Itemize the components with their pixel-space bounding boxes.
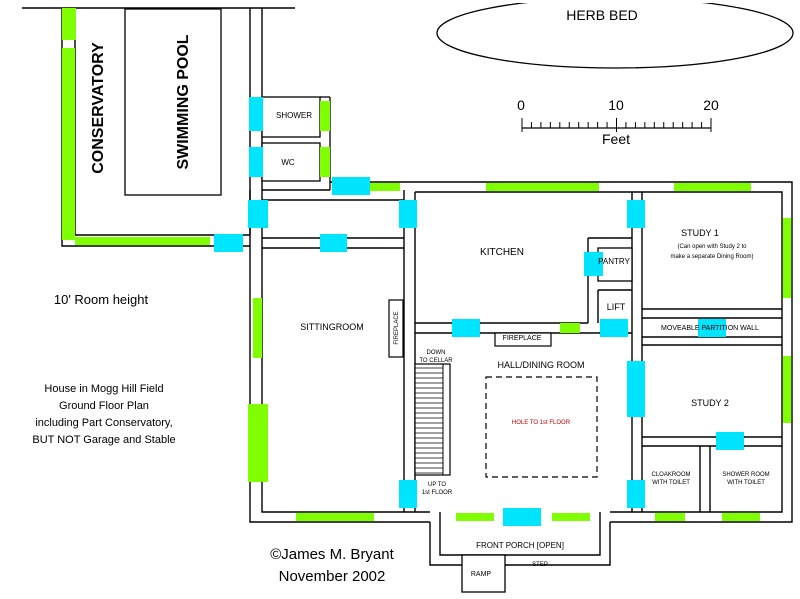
hole-label: HOLE TO 1st FLOOR [512, 420, 571, 426]
hall-fireplace-label: FIREPLACE [503, 335, 542, 342]
scale-unit: Feet [602, 131, 630, 147]
step-label: STEP [532, 562, 548, 568]
front-porch-label: FRONT PORCH [OPEN] [476, 541, 564, 550]
ramp-label: RAMP [471, 571, 492, 578]
up-floor-label-1: UP TO [428, 482, 446, 488]
caption-line-4: BUT NOT Garage and Stable [32, 434, 175, 446]
swimming-pool-label: SWIMMING POOL [175, 34, 192, 169]
swimming-pool [124, 8, 222, 196]
pantry-room [597, 247, 633, 282]
shower-room [261, 96, 321, 138]
house-walls [249, 181, 793, 523]
down-cellar-label-1: DOWN [427, 350, 446, 356]
caption-line-2: Ground Floor Plan [59, 400, 149, 412]
herb-bed [436, 0, 794, 69]
doors [214, 97, 744, 526]
caption-line-1: House in Mogg Hill Field [44, 383, 163, 395]
lift-label: LIFT [607, 302, 626, 312]
wc-room [261, 142, 321, 182]
conservatory-label: CONSERVATORY [90, 42, 107, 174]
caption-line-3: including Part Conservatory, [35, 417, 172, 429]
side-fireplace-label: FIREPLACE [394, 311, 400, 344]
date-label: November 2002 [279, 568, 386, 585]
ramp [461, 554, 506, 593]
shower-label: SHOWER [276, 111, 312, 120]
study1-note-1: (Can open with Study 2 to [677, 244, 747, 250]
study1-note-2: make a separate Dining Room) [670, 254, 753, 260]
down-cellar-label-2: TO CELLAR [419, 358, 453, 364]
scale-bar: 0 10 20 Feet [517, 97, 719, 147]
cloakroom-label-1: CLOAKROOM [651, 472, 690, 478]
sitting-fireplace [388, 299, 404, 358]
hall-fireplace [494, 332, 552, 347]
scale-tick-20: 20 [703, 97, 719, 113]
shower-room-label-1: SHOWER ROOM [722, 472, 769, 478]
hole-to-first-floor [485, 376, 598, 478]
cloakroom-label-2: WITH TOILET [652, 480, 690, 486]
kitchen-label: KITCHEN [480, 247, 524, 258]
windows [62, 8, 791, 521]
study1-label: STUDY 1 [681, 228, 719, 238]
wc-label: WC [281, 158, 295, 167]
hall-dining-label: HALL/DINING ROOM [497, 360, 584, 370]
scale-tick-10: 10 [608, 97, 624, 113]
shower-room-label-2: WITH TOILET [727, 480, 765, 486]
study2-label: STUDY 2 [691, 398, 729, 408]
pantry-label: PANTRY [598, 257, 630, 266]
partition-label: MOVEABLE PARTITION WALL [661, 325, 759, 332]
staircase [414, 363, 451, 476]
up-floor-label-2: 1st FLOOR [422, 490, 453, 496]
sittingroom-label: SITTINGROOM [300, 322, 364, 332]
front-porch [429, 512, 611, 566]
scale-tick-0: 0 [517, 97, 525, 113]
copyright-label: ©James M. Bryant [270, 546, 394, 563]
herb-bed-label: HERB BED [566, 7, 638, 23]
room-height-label: 10' Room height [54, 292, 149, 307]
